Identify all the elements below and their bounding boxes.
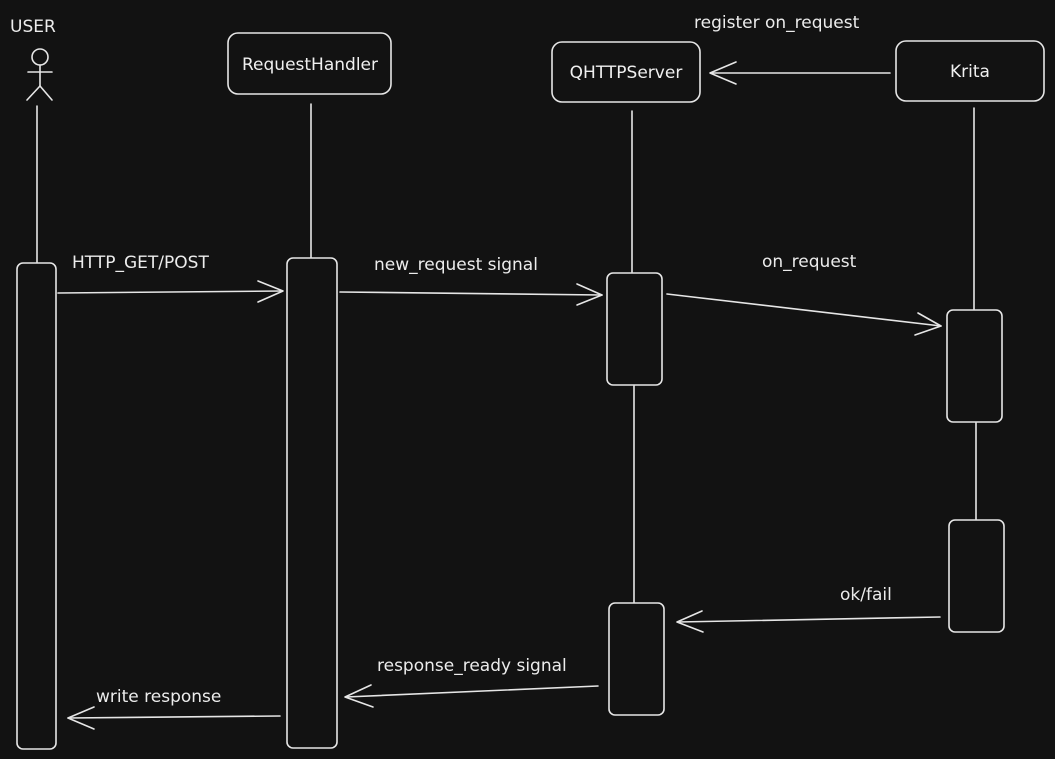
message-new-request-label: new_request signal: [374, 255, 538, 275]
participant-qhttpserver-label: QHTTPServer: [570, 63, 683, 83]
participant-request-handler-label: RequestHandler: [242, 55, 378, 75]
activation-krita-2: [948, 519, 1005, 633]
message-write-response: write response: [67, 687, 281, 730]
message-register-on-request: register on_request: [694, 13, 891, 85]
activation-qhttpserver-2: [608, 602, 665, 716]
message-http-get-post: HTTP_GET/POST: [57, 253, 284, 303]
activation-user: [16, 262, 57, 750]
message-on-request-label: on_request: [762, 252, 857, 272]
activation-qhttpserver-1: [606, 272, 663, 386]
participant-request-handler: RequestHandler: [227, 32, 392, 95]
message-on-request: on_request: [666, 252, 942, 336]
message-register-label: register on_request: [694, 13, 860, 33]
message-write-response-label: write response: [96, 687, 221, 707]
actor-label: USER: [10, 17, 56, 37]
activation-request-handler: [286, 257, 338, 749]
message-http-label: HTTP_GET/POST: [72, 253, 209, 273]
message-new-request-signal: new_request signal: [339, 255, 603, 306]
message-ok-fail: ok/fail: [676, 585, 941, 633]
message-response-ready-signal: response_ready signal: [344, 656, 599, 708]
message-response-ready-label: response_ready signal: [377, 656, 567, 676]
message-ok-fail-label: ok/fail: [840, 585, 892, 605]
activation-krita-1: [946, 309, 1003, 423]
stick-figure-icon: [26, 48, 53, 101]
participant-krita: Krita: [895, 40, 1045, 102]
participant-krita-label: Krita: [950, 62, 990, 82]
participant-qhttpserver: QHTTPServer: [551, 41, 701, 103]
